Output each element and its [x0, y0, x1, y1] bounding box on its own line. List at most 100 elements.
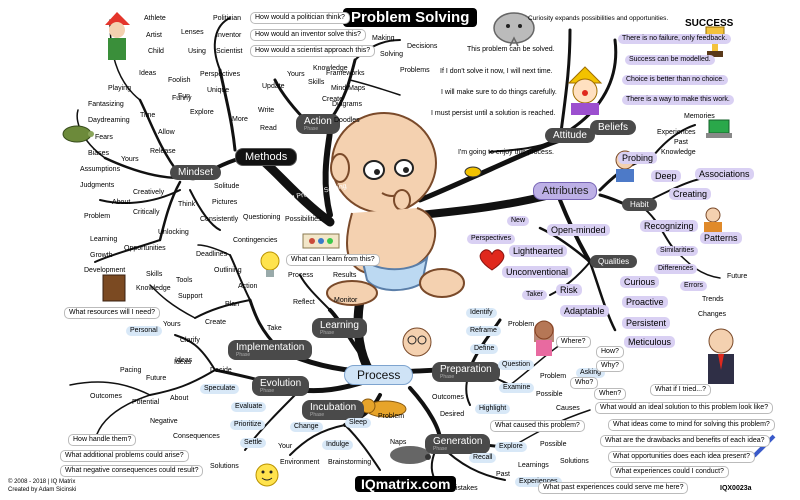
quality-label: Lighthearted — [509, 245, 568, 257]
generation-label: Generation — [433, 436, 483, 447]
generation-label-item: Possible — [540, 441, 567, 448]
preparation-label-item: Examine — [499, 383, 535, 393]
evolution-label-item: Pacing — [120, 367, 142, 374]
generation-label-item: Explore — [495, 442, 527, 452]
evolution-label-item: Future — [146, 375, 167, 382]
implementation-label-item: Tools — [176, 277, 193, 284]
incubation-label-item: Environment — [280, 459, 320, 466]
action-branch-label: Read — [260, 125, 277, 132]
generation-label-item: Mistakes — [450, 485, 478, 492]
learning-label: Learning — [320, 320, 359, 331]
learning-sub: Phase — [320, 330, 335, 336]
implementation-label-item: Action — [238, 283, 258, 290]
action-branch-label: Yours — [287, 71, 305, 78]
action-branch-label: Write — [258, 107, 275, 114]
success-label: SUCCESS — [685, 18, 734, 29]
resources-question-pill: What resources will I need? — [64, 307, 160, 319]
generation-sub: Phase — [433, 446, 448, 452]
incubation-label-item: Indulge — [322, 440, 353, 450]
qualities-hub: Qualities — [590, 255, 638, 268]
quality-label: Open-minded — [547, 224, 610, 236]
methods-label: Consistently — [200, 216, 239, 223]
habit-label: Future — [727, 273, 748, 280]
belief-pill: There is no failure, only feedback. — [618, 34, 732, 44]
implementation-label-item: Deadlines — [196, 251, 228, 258]
implementation-label-item: Clarify — [180, 337, 200, 344]
habit-label: Deep — [651, 170, 681, 182]
heart-icon — [479, 249, 505, 271]
preparation-label-item: Reframe — [466, 326, 501, 336]
methods-label: Child — [148, 48, 164, 55]
incubation-label-item: Problem — [378, 413, 405, 420]
brain-character-illustration — [493, 12, 535, 47]
attitude-statement: I must persist until a solution is reach… — [431, 110, 556, 117]
quality-label: Persistent — [622, 317, 671, 329]
evolution-label-item: Prioritize — [230, 420, 266, 430]
implementation-label: Implementation — [236, 342, 305, 353]
attitude-statement: If I don't solve it now, I will next tim… — [440, 68, 553, 75]
attitude-hub: Attitude — [545, 128, 595, 143]
preparation-question-pill: Who? — [570, 377, 599, 389]
incubation-label-item: Sleep — [345, 418, 371, 428]
hedgehog-illustration — [390, 446, 431, 464]
methods-label: Questioning — [243, 214, 281, 221]
evolution-label-item: Speculate — [200, 384, 240, 394]
preparation-label-item: Identify — [466, 308, 497, 318]
generation-label-item: Past — [496, 471, 511, 478]
implementation-label-item: Contingencies — [233, 237, 278, 244]
generation-question-pill: What opportunities does each idea presen… — [608, 451, 755, 463]
implementation-label-item: Take — [267, 325, 282, 332]
learning-label-item: Results — [333, 272, 357, 279]
preparation-label-item: Problem — [540, 373, 567, 380]
implementation-label-item: Plan — [225, 301, 240, 308]
group-illustration — [302, 233, 340, 249]
curiosity-statement: Curiosity expands possibilities and oppo… — [528, 15, 669, 22]
attitude-statement: I'm going to enjoy this process. — [458, 149, 554, 156]
evolution-label-item: Personal — [126, 326, 162, 336]
incubation-label-item: Change — [290, 422, 323, 432]
action-branch-label: Frameworks — [326, 70, 365, 77]
implementation-label-item: Outlining — [214, 267, 242, 274]
habit-label: Trends — [702, 296, 724, 303]
learning-question-pill: What can I learn from this? — [286, 254, 380, 266]
action-branch-label: Diagrams — [332, 101, 362, 108]
preparation-label-item: Question — [498, 360, 535, 370]
jester-illustration — [105, 12, 130, 60]
grandpa-illustration — [402, 327, 432, 357]
learning-label-item: Process — [288, 272, 314, 279]
methods-label: Playing — [108, 85, 131, 92]
evolution-sub: Phase — [260, 388, 275, 394]
generation-label-item: Learnings — [518, 462, 549, 469]
clown-illustration — [567, 66, 603, 115]
methods-label: Lenses — [181, 29, 204, 36]
question-pill: How would an inventor solve this? — [250, 29, 366, 41]
methods-label: Funny — [172, 95, 192, 102]
smiley-icon — [255, 463, 279, 487]
preparation-label-item: Possible — [536, 391, 563, 398]
preparation-label-item: Asking — [576, 368, 606, 378]
habit-label: Recognizing — [640, 220, 698, 232]
laptop-icon — [706, 119, 732, 138]
methods-label: Athlete — [144, 15, 166, 22]
action-branch-label: Update — [262, 83, 285, 90]
methods-label: Using — [188, 48, 206, 55]
beliefs-hub: Beliefs — [590, 120, 637, 135]
evolution-question-pill: How handle them? — [68, 434, 137, 446]
habit-label: Creating — [669, 188, 712, 200]
attributes-hub: Attributes — [533, 182, 598, 200]
quality-label: Meticulous — [624, 336, 676, 348]
question-pill: How would a scientist approach this? — [250, 45, 376, 57]
methods-label: Judgments — [80, 182, 115, 189]
generation-label-item: Recall — [469, 453, 497, 463]
preparation-label-item: Define — [470, 344, 499, 354]
belief-pill: Choice is better than no choice. — [622, 75, 729, 85]
preparation-label-item: Outcomes — [432, 394, 464, 401]
methods-label: Development — [84, 267, 126, 274]
action-branch-label: Mind Maps — [331, 85, 366, 92]
methods-label: Solitude — [214, 183, 240, 190]
